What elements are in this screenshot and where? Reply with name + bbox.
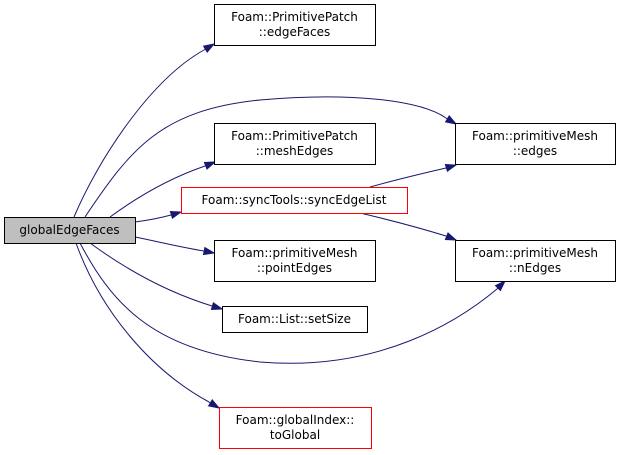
node-label: ::pointEdges [257, 261, 332, 275]
edge-tail [170, 211, 182, 216]
node-pm_edges[interactable]: Foam::primitiveMesh::edges [455, 123, 616, 165]
node-label: ::edgeFaces [259, 25, 330, 39]
edge-line [79, 242, 498, 364]
node-box [4, 217, 136, 244]
edge-tail [211, 305, 223, 310]
edge-root-to-pp_meshEdges [109, 161, 217, 218]
edge-line [134, 236, 205, 252]
node-pm_nEdges[interactable]: Foam::primitiveMesh::nEdges [455, 240, 616, 282]
edge-tail [445, 235, 457, 241]
edge-tail [445, 117, 457, 125]
node-box [214, 4, 376, 46]
node-label: Foam::syncTools::syncEdgeList [202, 193, 387, 207]
edge-line [109, 165, 206, 218]
edge-root-to-list_setSize [89, 242, 224, 311]
edge-tail [208, 401, 220, 409]
node-label: Foam::List::setSize [238, 312, 351, 326]
node-label: Foam::primitiveMesh [472, 246, 598, 260]
edge-line [89, 242, 213, 307]
node-box [181, 187, 408, 214]
node-label: toGlobal [270, 428, 320, 442]
node-sync_edgeList[interactable]: Foam::syncTools::syncEdgeList [181, 187, 408, 214]
edges-layer [73, 43, 507, 409]
node-label: ::nEdges [509, 261, 561, 275]
node-gi_toGlobal[interactable]: Foam::globalIndex::toGlobal [219, 407, 372, 449]
edge-line [369, 167, 447, 188]
node-pm_pointEdges[interactable]: Foam::primitiveMesh::pointEdges [214, 240, 376, 282]
node-root: globalEdgeFaces [4, 217, 136, 244]
edge-line [84, 96, 447, 218]
edge-root-to-gi_toGlobal [75, 242, 221, 409]
edge-tail [204, 161, 216, 167]
node-label: Foam::primitiveMesh [472, 129, 598, 143]
node-label: ::edges [513, 144, 557, 158]
node-label: ::meshEdges [256, 144, 333, 158]
node-pp_meshEdges[interactable]: Foam::PrimitivePatch::meshEdges [214, 123, 376, 165]
edge-tail [203, 43, 215, 51]
edge-root-to-sync_edgeList [134, 210, 183, 223]
edge-sync_edgeList-to-pm_nEdges [359, 212, 458, 241]
edge-root-to-pm_pointEdges [134, 236, 216, 256]
node-list_setSize[interactable]: Foam::List::setSize [222, 306, 368, 333]
edge-sync_edgeList-to-pm_edges [369, 163, 458, 188]
edge-tail [496, 280, 506, 290]
nodes-layer: globalEdgeFaces Foam::PrimitivePatch::edg… [4, 4, 616, 449]
node-box [219, 407, 372, 449]
edge-line [359, 212, 447, 237]
node-box [455, 123, 616, 165]
edge-root-to-pm_edges [84, 96, 458, 218]
node-label: globalEdgeFaces [19, 223, 119, 237]
node-box [222, 306, 368, 333]
node-label: Foam::primitiveMesh [232, 246, 358, 260]
node-box [214, 123, 376, 165]
node-pp_edgeFaces[interactable]: Foam::PrimitivePatch::edgeFaces [214, 4, 376, 46]
edge-tail [203, 250, 215, 254]
node-box [455, 240, 616, 282]
edge-line [75, 242, 210, 403]
edge-root-to-pp_edgeFaces [73, 43, 216, 218]
node-box [214, 240, 376, 282]
edge-tail [445, 164, 457, 169]
node-label: Foam::PrimitivePatch [231, 129, 358, 143]
node-label: Foam::globalIndex:: [236, 413, 355, 427]
edge-line [73, 49, 205, 218]
node-label: Foam::PrimitivePatch [231, 10, 358, 24]
edge-line [134, 214, 172, 223]
edge-root-to-pm_nEdges [79, 242, 507, 364]
